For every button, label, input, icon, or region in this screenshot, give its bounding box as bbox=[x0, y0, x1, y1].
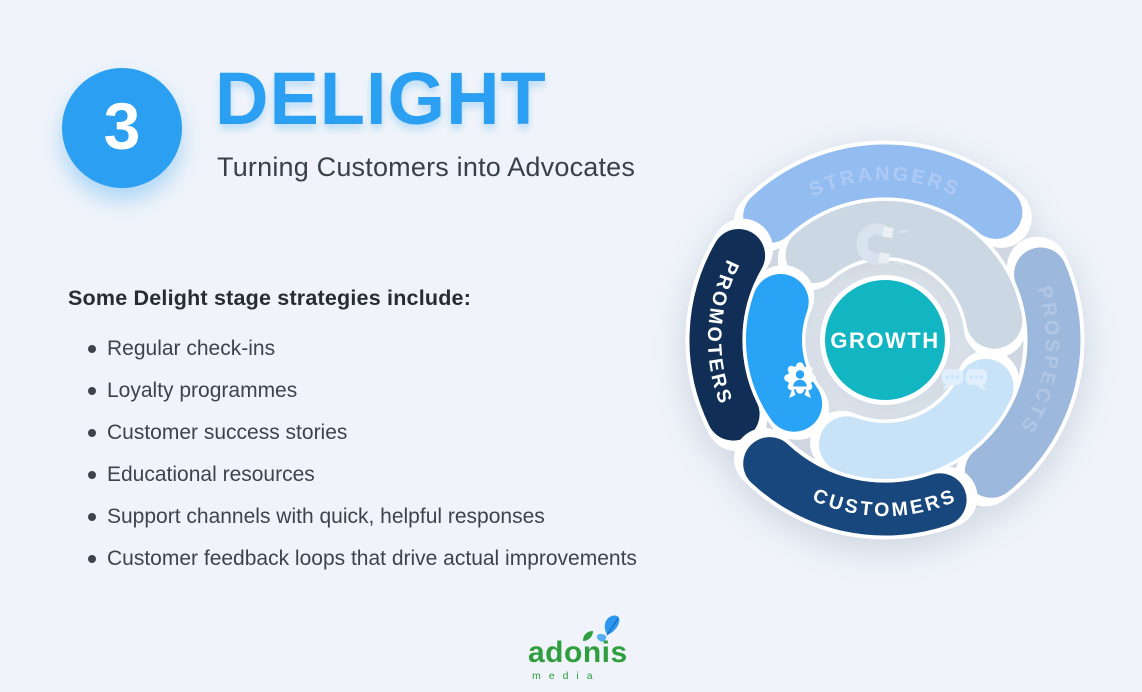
list-item: Support channels with quick, helpful res… bbox=[68, 496, 748, 538]
step-number: 3 bbox=[103, 89, 141, 163]
bullet-dot bbox=[88, 555, 96, 563]
flywheel-arc-strangers bbox=[743, 144, 1023, 243]
bullet-dot bbox=[88, 345, 96, 353]
award-icon bbox=[784, 362, 816, 398]
list-item: Loyalty programmes bbox=[68, 370, 748, 412]
list-item-label: Regular check-ins bbox=[107, 337, 276, 360]
list-item-label: Customer feedback loops that drive actua… bbox=[107, 547, 637, 570]
page-subtitle: Turning Customers into Advocates bbox=[217, 152, 636, 182]
list-item: Educational resources bbox=[68, 454, 748, 496]
strategies-heading: Some Delight stage strategies include: bbox=[68, 286, 472, 310]
strategies-list: Regular check-ins Loyalty programmes Cus… bbox=[68, 328, 748, 580]
brand-name: adonis bbox=[528, 636, 628, 669]
flywheel-arc-promoters bbox=[689, 229, 766, 441]
list-item-label: Loyalty programmes bbox=[107, 379, 298, 402]
magnet-icon bbox=[856, 223, 909, 266]
list-item-label: Educational resources bbox=[107, 463, 315, 486]
bullet-dot bbox=[88, 387, 96, 395]
chat-bubbles-icon bbox=[942, 369, 987, 391]
butterfly-icon bbox=[596, 615, 620, 642]
list-item: Regular check-ins bbox=[68, 328, 748, 370]
brand-logo: adonis media bbox=[524, 612, 644, 686]
strategies-section: Some Delight stage strategies include: R… bbox=[68, 286, 748, 580]
flywheel-diagram: GROWTH STRANGERS PROSPECTS PROMOTERS CUS… bbox=[685, 140, 1085, 540]
page-title: DELIGHT bbox=[215, 57, 547, 140]
brand-subname: media bbox=[532, 670, 601, 682]
flywheel-arc-attract bbox=[785, 201, 1023, 349]
flywheel-arc-delight bbox=[746, 274, 823, 432]
leaf-icon bbox=[583, 631, 593, 641]
title-block: DELIGHT Turning Customers into Advocates bbox=[215, 62, 635, 183]
flywheel-arc-prospects bbox=[964, 247, 1081, 498]
list-item-label: Support channels with quick, helpful res… bbox=[107, 505, 545, 528]
flywheel-arc-engage bbox=[819, 358, 1014, 479]
list-item-label: Customer success stories bbox=[107, 421, 348, 444]
growth-circle bbox=[825, 280, 945, 400]
step-circle: 3 bbox=[62, 68, 182, 188]
list-item: Customer feedback loops that drive actua… bbox=[68, 538, 748, 580]
bullet-dot bbox=[88, 513, 96, 521]
bullet-dot bbox=[88, 471, 96, 479]
bullet-dot bbox=[88, 429, 96, 437]
growth-label: GROWTH bbox=[830, 328, 939, 353]
list-item: Customer success stories bbox=[68, 412, 748, 454]
flywheel-arc-customers bbox=[743, 437, 967, 536]
